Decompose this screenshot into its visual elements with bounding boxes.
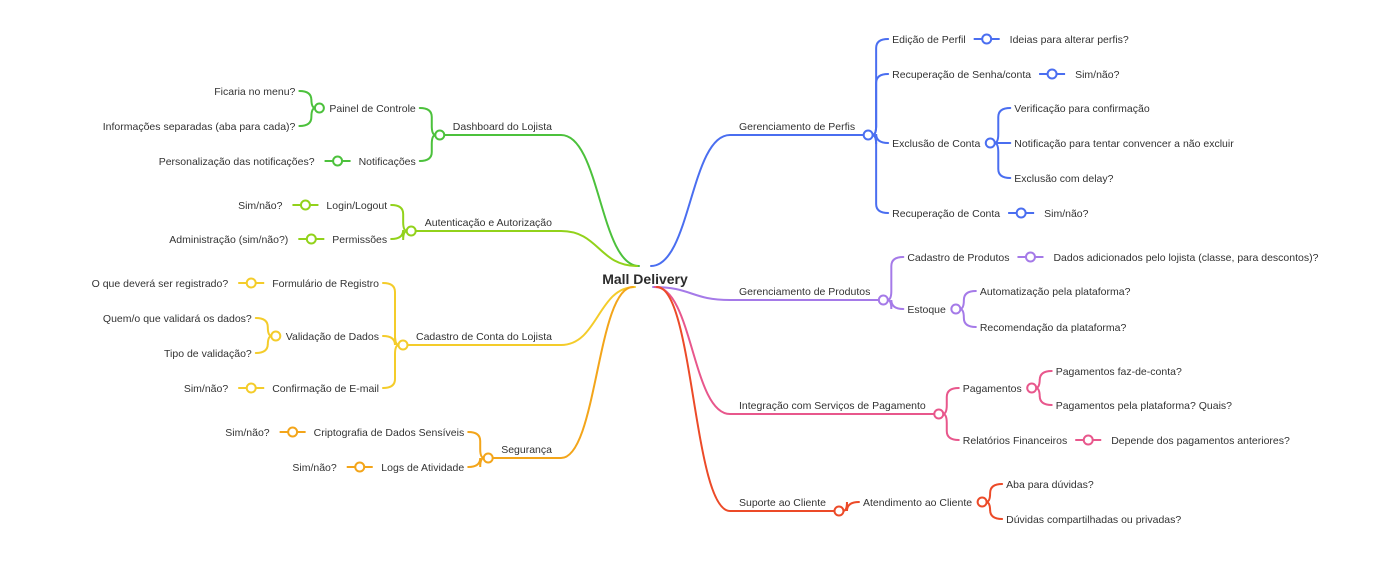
collapse-toggle[interactable] <box>877 294 889 306</box>
bracket-arm <box>989 107 1012 144</box>
leaf-o-que-devera-ser-registrado[interactable]: O que deverá ser registrado? <box>92 278 229 290</box>
collapse-toggle[interactable] <box>287 426 299 438</box>
topic-criptografia-de-dados-sensiveis[interactable]: Criptografia de Dados Sensíveis <box>314 427 465 439</box>
topic-recuperacao-de-senha-conta[interactable]: Recuperação de Senha/conta <box>892 69 1031 81</box>
leaf-sim-nao[interactable]: Sim/não? <box>1075 69 1120 81</box>
topic-confirmacao-de-e-mail[interactable]: Confirmação de E-mail <box>272 383 379 395</box>
topic-login-logout[interactable]: Login/Logout <box>326 200 387 212</box>
leaf-automatizacao-pela-plataforma[interactable]: Automatização pela plataforma? <box>980 286 1131 298</box>
branch-integracao-com-servicos-de-pagamento[interactable]: Integração com Serviços de Pagamento <box>739 400 926 412</box>
leaf-pagamentos-faz-de-conta[interactable]: Pagamentos faz-de-conta? <box>1056 366 1182 378</box>
collapse-toggle[interactable] <box>1015 207 1027 219</box>
topic-relatorios-financeiros[interactable]: Relatórios Financeiros <box>963 435 1067 447</box>
collapse-toggle[interactable] <box>1046 68 1058 80</box>
leaf-aba-para-duvidas[interactable]: Aba para dúvidas? <box>1006 479 1094 491</box>
topic-logs-de-atividade[interactable]: Logs de Atividade <box>381 462 464 474</box>
leaf-dados-adicionados-pelo-lojista-classe-para-descontos[interactable]: Dados adicionados pelo lojista (classe, … <box>1053 252 1318 264</box>
topic-exclusao-de-conta[interactable]: Exclusão de Conta <box>892 138 980 150</box>
leaf-sim-nao[interactable]: Sim/não? <box>1044 208 1089 220</box>
collapse-toggle[interactable] <box>862 129 874 141</box>
leaf-duvidas-compartilhadas-ou-privadas[interactable]: Dúvidas compartilhadas ou privadas? <box>1006 514 1181 526</box>
level2-bracket <box>867 38 890 214</box>
collapse-toggle[interactable] <box>1026 382 1038 394</box>
branch-connector-gerenciamento-de-perfis <box>650 134 731 267</box>
topic-formulario-de-registro[interactable]: Formulário de Registro <box>272 278 379 290</box>
branch-gerenciamento-de-produtos[interactable]: Gerenciamento de Produtos <box>739 286 870 298</box>
root-topic[interactable]: Mall Delivery <box>602 271 688 287</box>
topic-cadastro-de-produtos[interactable]: Cadastro de Produtos <box>907 252 1009 264</box>
collapse-toggle[interactable] <box>933 408 945 420</box>
leaf-administracao-sim-nao[interactable]: Administração (sim/não?) <box>169 234 288 246</box>
bracket-arm <box>381 344 404 389</box>
collapse-toggle[interactable] <box>313 102 325 114</box>
branch-suporte-ao-cliente[interactable]: Suporte ao Cliente <box>739 497 826 509</box>
collapse-toggle[interactable] <box>332 155 344 167</box>
collapse-toggle[interactable] <box>1082 434 1094 446</box>
leaf-sim-nao[interactable]: Sim/não? <box>225 427 270 439</box>
branch-seguranca[interactable]: Segurança <box>501 444 552 456</box>
collapse-toggle[interactable] <box>1024 251 1036 263</box>
bracket-arm <box>867 134 890 214</box>
branch-autenticacao-e-autorizacao[interactable]: Autenticação e Autorização <box>425 217 552 229</box>
leaf-personalizacao-das-notificacoes[interactable]: Personalização das notificações? <box>159 156 315 168</box>
topic-painel-de-controle[interactable]: Painel de Controle <box>329 103 416 115</box>
leaf-pagamentos-pela-plataforma-quais[interactable]: Pagamentos pela plataforma? Quais? <box>1056 400 1232 412</box>
branch-connector-autenticacao-e-autorizacao <box>560 230 638 267</box>
topic-atendimento-ao-cliente[interactable]: Atendimento ao Cliente <box>863 497 972 509</box>
leaf-recomendacao-da-plataforma[interactable]: Recomendação da plataforma? <box>980 322 1127 334</box>
collapse-toggle[interactable] <box>482 452 494 464</box>
branch-connector-suporte-ao-cliente <box>656 286 731 512</box>
collapse-toggle[interactable] <box>270 330 282 342</box>
collapse-toggle[interactable] <box>305 233 317 245</box>
leaf-sim-nao[interactable]: Sim/não? <box>292 462 337 474</box>
leaf-ficaria-no-menu[interactable]: Ficaria no menu? <box>214 86 295 98</box>
branch-connector-seguranca <box>560 286 634 459</box>
collapse-toggle[interactable] <box>397 339 409 351</box>
leaf-quem-o-que-validara-os-dados[interactable]: Quem/o que validará os dados? <box>103 313 252 325</box>
branch-dashboard-do-lojista[interactable]: Dashboard do Lojista <box>453 121 552 133</box>
branch-connector-dashboard-do-lojista <box>560 134 640 267</box>
leaf-sim-nao[interactable]: Sim/não? <box>184 383 229 395</box>
leaf-notificacao-para-tentar-convencer-a-nao-excluir[interactable]: Notificação para tentar convencer a não … <box>1014 138 1234 150</box>
leaf-depende-dos-pagamentos-anteriores[interactable]: Depende dos pagamentos anteriores? <box>1111 435 1290 447</box>
topic-notificacoes[interactable]: Notificações <box>359 156 416 168</box>
leaf-verificacao-para-confirmacao[interactable]: Verificação para confirmação <box>1014 103 1150 115</box>
collapse-toggle[interactable] <box>434 129 446 141</box>
branch-gerenciamento-de-perfis[interactable]: Gerenciamento de Perfis <box>739 121 855 133</box>
collapse-toggle[interactable] <box>950 303 962 315</box>
topic-edicao-de-perfil[interactable]: Edição de Perfil <box>892 34 966 46</box>
collapse-toggle[interactable] <box>984 137 996 149</box>
leaf-informacoes-separadas-aba-para-cada[interactable]: Informações separadas (aba para cada)? <box>103 121 296 133</box>
branch-connector-cadastro-de-conta-do-lojista <box>560 286 636 346</box>
collapse-toggle[interactable] <box>245 382 257 394</box>
bracket-arm <box>867 73 890 136</box>
collapse-toggle[interactable] <box>976 496 988 508</box>
collapse-toggle[interactable] <box>354 461 366 473</box>
bracket-arm <box>867 38 890 136</box>
leaf-exclusao-com-delay[interactable]: Exclusão com delay? <box>1014 173 1113 185</box>
leaf-tipo-de-validacao[interactable]: Tipo de validação? <box>164 348 252 360</box>
bracket-arm <box>989 142 1012 179</box>
collapse-toggle[interactable] <box>981 33 993 45</box>
leaf-sim-nao[interactable]: Sim/não? <box>238 200 283 212</box>
collapse-toggle[interactable] <box>245 277 257 289</box>
branch-connector-gerenciamento-de-produtos <box>652 286 731 301</box>
collapse-toggle[interactable] <box>833 505 845 517</box>
topic-recuperacao-de-conta[interactable]: Recuperação de Conta <box>892 208 1000 220</box>
level2-bracket <box>381 282 404 389</box>
topic-pagamentos[interactable]: Pagamentos <box>963 383 1022 395</box>
topic-validacao-de-dados[interactable]: Validação de Dados <box>286 331 379 343</box>
topic-estoque[interactable]: Estoque <box>907 304 946 316</box>
collapse-toggle[interactable] <box>405 225 417 237</box>
leaf-ideias-para-alterar-perfis[interactable]: Ideias para alterar perfis? <box>1010 34 1129 46</box>
collapse-toggle[interactable] <box>299 199 311 211</box>
topic-permissoes[interactable]: Permissões <box>332 234 387 246</box>
bracket-arm <box>882 256 905 301</box>
branch-cadastro-de-conta-do-lojista[interactable]: Cadastro de Conta do Lojista <box>416 331 552 343</box>
